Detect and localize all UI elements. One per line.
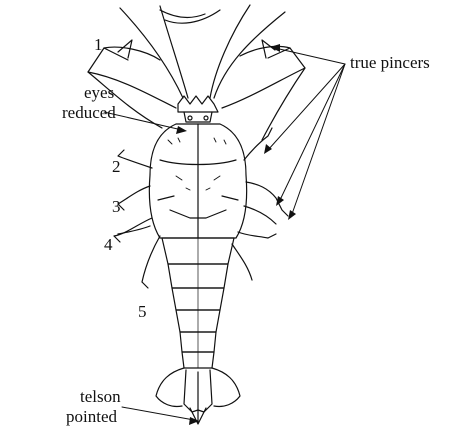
- leg-number-4: 4: [104, 236, 113, 253]
- pointer-lines: [104, 48, 345, 420]
- leg-number-1: 1: [94, 36, 103, 53]
- true-pincers-label: true pincers: [350, 54, 430, 71]
- abdomen: [162, 238, 234, 368]
- telson-label-line2: pointed: [66, 408, 117, 425]
- carapace: [149, 124, 246, 238]
- eyes-label-line1: eyes: [84, 84, 114, 101]
- head: [178, 96, 218, 122]
- leg-number-5: 5: [138, 303, 147, 320]
- first-legs: [88, 40, 305, 140]
- eyes-label-line2: reduced: [62, 104, 116, 121]
- walking-legs-left: [114, 150, 160, 288]
- telson-label-line1: telson: [80, 388, 121, 405]
- antennae: [120, 5, 285, 98]
- walking-legs-right: [232, 128, 288, 280]
- leg-number-2: 2: [112, 158, 121, 175]
- leg-number-3: 3: [112, 198, 121, 215]
